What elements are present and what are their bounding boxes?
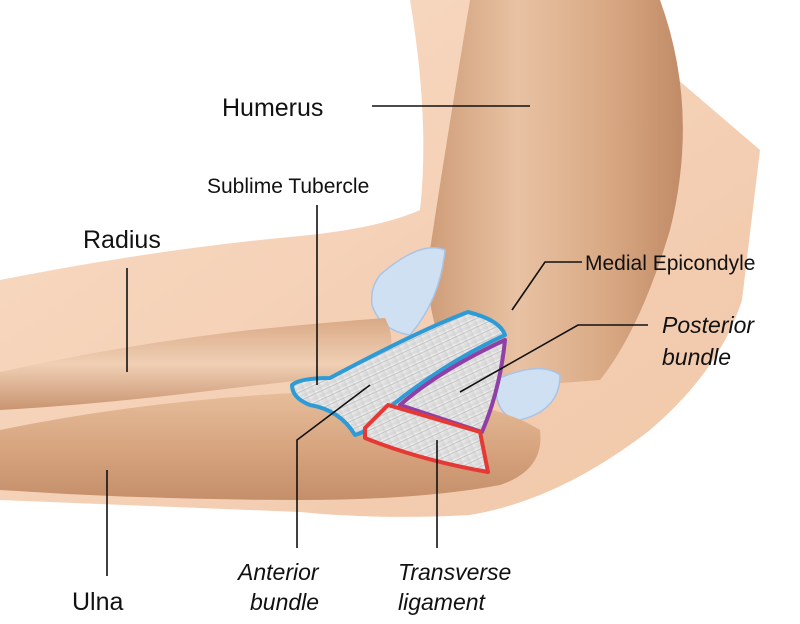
posterior-bundle-ligament [398, 338, 507, 434]
label-posterior-bundle-line2: bundle [662, 344, 731, 370]
label-anterior-bundle-line1: Anterior [236, 559, 320, 585]
joint-cartilage-lower [494, 367, 561, 421]
joint-cartilage-upper [370, 247, 446, 336]
label-medial-epicondyle: Medial Epicondyle [585, 252, 755, 275]
leader-medial-epicondyle [511, 261, 582, 311]
radius-bone [0, 318, 392, 410]
transverse-ligament [363, 403, 490, 474]
label-transverse-ligament-line2: ligament [398, 589, 487, 615]
label-posterior-bundle-line1: Posterior [662, 312, 755, 338]
label-transverse-ligament-line1: Transverse [398, 559, 511, 585]
label-anterior-bundle-line2: bundle [250, 589, 319, 615]
label-humerus: Humerus [222, 94, 323, 122]
humerus-bone [428, 0, 683, 390]
leader-anterior-bundle [296, 384, 371, 548]
leader-posterior-bundle [459, 324, 648, 393]
label-radius: Radius [83, 226, 161, 254]
label-sublime-tubercle: Sublime Tubercle [207, 175, 369, 198]
label-ulna: Ulna [72, 588, 124, 616]
